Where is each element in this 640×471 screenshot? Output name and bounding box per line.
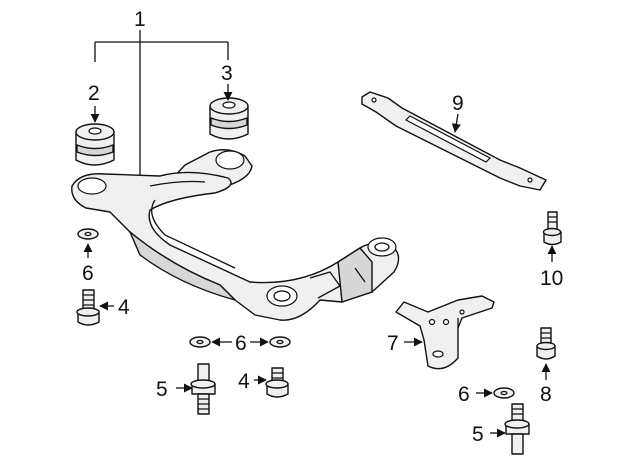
bolt-8[interactable] <box>536 327 556 360</box>
washer-3[interactable] <box>269 336 291 348</box>
washer-2[interactable] <box>189 336 211 348</box>
callout-10: 10 <box>540 267 563 290</box>
callout-4b: 4 <box>238 370 250 393</box>
callout-6b: 6 <box>235 332 247 355</box>
callout-7: 7 <box>387 332 399 355</box>
bolt-10[interactable] <box>542 211 562 246</box>
callout-labels: 1 2 3 9 6 4 6 7 10 8 5 4 6 5 <box>82 8 563 446</box>
bolt-1[interactable] <box>76 289 100 326</box>
bracket[interactable] <box>395 295 495 370</box>
callout-6c: 6 <box>458 383 470 406</box>
brace-bar[interactable] <box>361 91 547 191</box>
bolt-2[interactable] <box>265 367 289 398</box>
washer-1[interactable] <box>77 228 99 240</box>
stud-2[interactable] <box>504 403 530 455</box>
bushing-left[interactable] <box>75 123 115 166</box>
callout-5a: 5 <box>156 378 168 401</box>
leader-lines <box>83 30 557 438</box>
callout-8: 8 <box>540 383 552 406</box>
callout-5b: 5 <box>472 423 484 446</box>
bushing-right[interactable] <box>209 97 249 140</box>
callout-6a: 6 <box>82 262 94 285</box>
callout-9: 9 <box>452 92 464 115</box>
callout-4a: 4 <box>118 296 130 319</box>
callout-3: 3 <box>221 62 233 85</box>
callout-1: 1 <box>134 8 146 31</box>
stud-1[interactable] <box>190 363 216 415</box>
callout-2: 2 <box>88 82 100 105</box>
crossmember[interactable] <box>71 149 400 321</box>
washer-4[interactable] <box>493 387 515 399</box>
